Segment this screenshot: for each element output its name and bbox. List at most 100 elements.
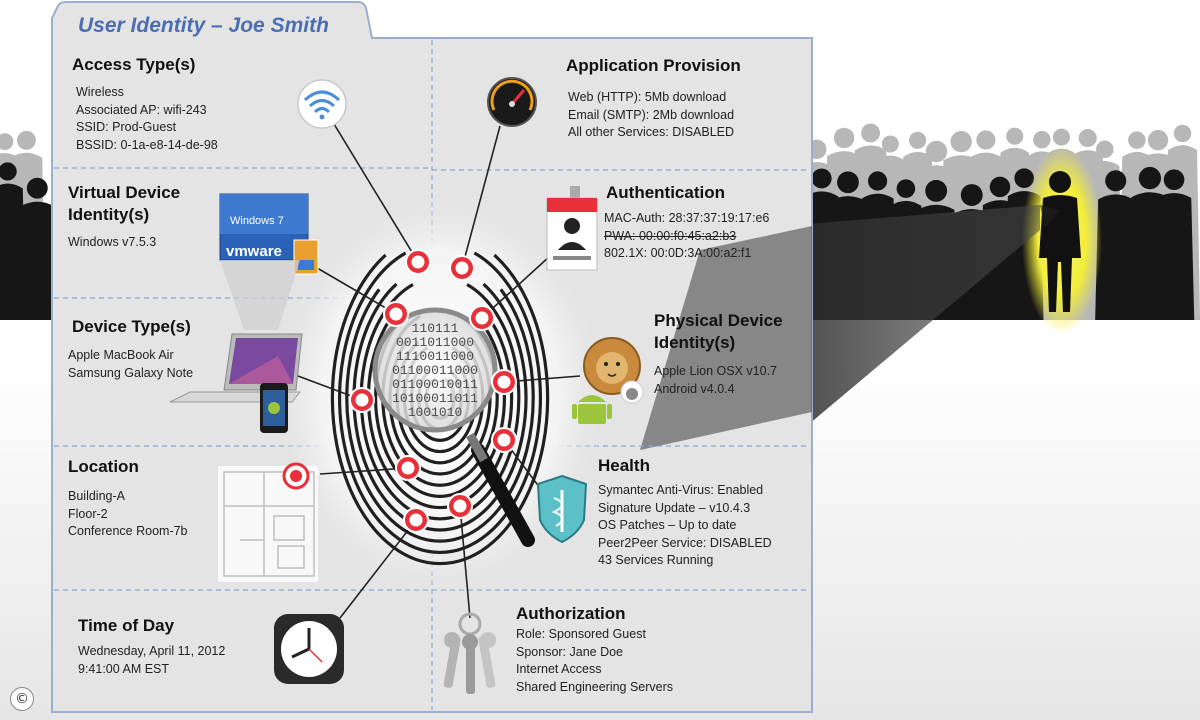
authentication-title: Authentication	[606, 183, 725, 202]
crowd-person	[16, 177, 58, 320]
location-details: Building-A Floor-2 Conference Room-7b	[68, 488, 188, 541]
physical-device-title-line2: Identity(s)	[654, 333, 736, 352]
binary-line: 01100011000	[392, 363, 478, 378]
access-type-title: Access Type(s)	[72, 55, 196, 74]
virtual-device-line: Windows v7.5.3	[68, 235, 157, 249]
physical-device-title-line1: Physical Device	[654, 311, 783, 330]
fingerprint-ridge	[345, 288, 535, 543]
windows-label: Windows 7	[230, 215, 284, 227]
spotlight-beam	[790, 205, 1040, 440]
health-line: Signature Update – v10.4.3	[598, 500, 751, 515]
connector-line	[339, 519, 417, 619]
binary-line: 10100011011	[392, 391, 478, 406]
binary-line: 110111	[412, 321, 459, 336]
authorization-title: Authorization	[516, 604, 626, 623]
access-type-details: Wireless Associated AP: wifi-243 SSID: P…	[76, 84, 218, 154]
virtual-device-title-line2: Identity(s)	[68, 205, 150, 224]
page-title: User Identity – Joe Smith	[78, 14, 329, 37]
node-application-provision	[449, 255, 475, 281]
time-of-day-line: 9:41:00 AM EST	[78, 661, 170, 676]
authorization-line: Role: Sponsored Guest	[516, 627, 646, 641]
access-type-line: Wireless	[76, 85, 124, 99]
lion-icon	[583, 337, 641, 395]
node-virtual-device	[383, 301, 409, 327]
binary-line: 01100010011	[392, 377, 478, 392]
android-icon	[572, 395, 612, 424]
shield-icon	[536, 474, 588, 544]
node-device-type	[349, 387, 375, 413]
magnifier-icon	[372, 307, 535, 547]
health-line: 43 Services Running	[598, 553, 714, 567]
id-badge-icon	[546, 186, 598, 271]
time-of-day-details: Wednesday, April 11, 2012 9:41:00 AM EST	[78, 643, 225, 678]
time-of-day-line: Wednesday, April 11, 2012	[78, 644, 226, 658]
health-title: Health	[598, 456, 650, 475]
crowd-person	[1153, 169, 1195, 320]
binary-code: 1101110011011000111001100001100011000011…	[392, 321, 478, 420]
virtual-device-title-line1: Virtual Device	[68, 183, 181, 202]
node-authorization	[447, 493, 473, 519]
location-line: Building-A	[68, 489, 125, 503]
fingerprint-nodes	[349, 249, 517, 533]
virtual-device-details: Windows v7.5.3	[68, 234, 156, 252]
authorization-line: Shared Engineering Servers	[516, 679, 674, 694]
floor-plan-icon	[218, 462, 318, 582]
physical-device-line: Apple Lion OSX v10.7	[654, 364, 777, 378]
vmware-screen-icon: Windows 7 vmware	[219, 193, 319, 275]
binary-line: 1001010	[408, 405, 463, 420]
application-provision-details: Web (HTTP): 5Mb download Email (SMTP): 2…	[568, 89, 734, 142]
authorization-line: Internet Access	[516, 662, 602, 676]
connector-line	[459, 505, 471, 619]
fingerprint-ridge	[338, 251, 542, 555]
application-provision-title: Application Provision	[566, 56, 741, 75]
health-line: OS Patches – Up to date	[598, 518, 737, 532]
node-time-of-day	[403, 507, 429, 533]
connector-line	[481, 255, 551, 319]
health-line: Symantec Anti-Virus: Enabled	[598, 483, 764, 497]
highlighted-person-icon	[1039, 171, 1081, 312]
node-health	[491, 427, 517, 453]
device-type-line: Samsung Galaxy Note	[68, 365, 194, 380]
android-phone-icon	[260, 383, 288, 433]
authorization-details: Role: Sponsored Guest Sponsor: Jane Doe …	[516, 626, 673, 696]
time-of-day-title: Time of Day	[78, 616, 175, 635]
authentication-line: PWA: 00:00:f0:45:a2:b3	[604, 228, 737, 243]
device-type-line: Apple MacBook Air	[68, 348, 174, 362]
node-location	[395, 455, 421, 481]
device-type-title: Device Type(s)	[72, 317, 191, 336]
physical-device-line: Android v4.0.4	[654, 381, 735, 396]
binary-line: 1110011000	[396, 349, 474, 364]
connector-line	[319, 467, 409, 475]
fingerprint-ridge	[352, 282, 528, 532]
location-line: Floor-2	[68, 506, 108, 521]
vmware-label: vmware	[226, 243, 282, 260]
authorization-line: Sponsor: Jane Doe	[516, 644, 624, 659]
health-details: Symantec Anti-Virus: Enabled Signature U…	[598, 482, 772, 570]
location-line: Conference Room-7b	[68, 524, 188, 538]
application-provision-line: Web (HTTP): 5Mb download	[568, 90, 727, 104]
location-title: Location	[68, 457, 139, 476]
authentication-line: MAC-Auth: 28:37:37:19:17:e6	[604, 211, 770, 225]
fingerprint-ridge	[359, 283, 521, 521]
access-type-line: SSID: Prod-Guest	[76, 120, 177, 134]
fingerprint-ridge	[330, 253, 550, 566]
node-access-type	[405, 249, 431, 275]
authentication-line: 802.1X: 00:0D:3A:00:a2:f1	[604, 246, 752, 260]
authentication-details: MAC-Auth: 28:37:37:19:17:e6 PWA: 00:00:f…	[604, 210, 769, 263]
node-authentication	[469, 305, 495, 331]
connector-line	[461, 125, 501, 269]
apple-logo-icon	[620, 380, 644, 404]
node-physical-device	[491, 369, 517, 395]
copyright-badge: ©	[10, 687, 34, 711]
application-provision-line: Email (SMTP): 2Mb download	[568, 107, 735, 122]
crowd-person	[1095, 170, 1137, 320]
health-line: Peer2Peer Service: DISABLED	[598, 535, 772, 550]
wifi-icon	[297, 79, 347, 129]
physical-device-details: Apple Lion OSX v10.7 Android v4.0.4	[654, 363, 777, 398]
speedometer-icon	[487, 77, 537, 127]
access-type-line: Associated AP: wifi-243	[76, 102, 207, 117]
binary-line: 0011011000	[396, 335, 474, 350]
keys-icon	[443, 612, 496, 694]
